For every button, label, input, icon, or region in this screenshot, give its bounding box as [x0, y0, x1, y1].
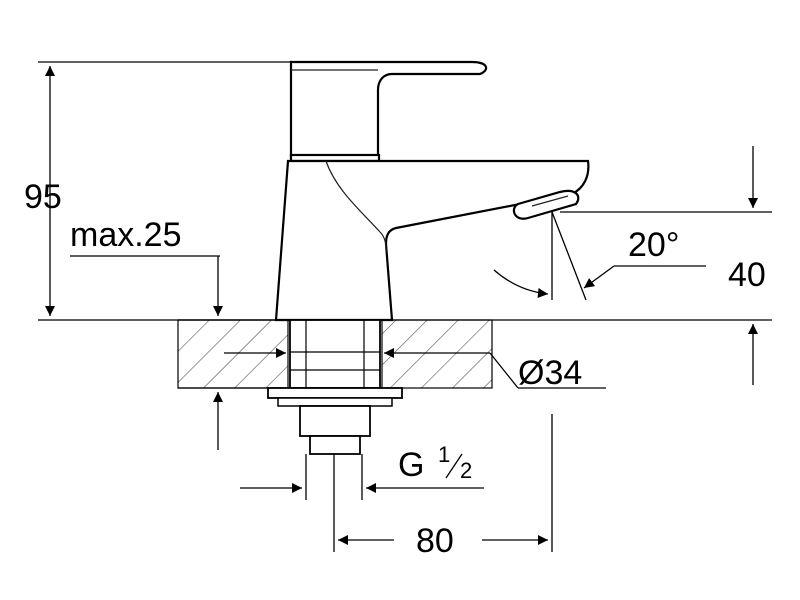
- label-thread-numerator: 1: [438, 442, 450, 467]
- label-spout-height-40: 40: [728, 256, 766, 294]
- faucet-body: [274, 60, 590, 322]
- dimension-height-95: [38, 61, 772, 321]
- label-projection-80: 80: [416, 522, 454, 560]
- dimension-angle-20: [493, 211, 706, 301]
- label-diameter-34: Ø34: [518, 354, 582, 392]
- dimension-diameter-34: [224, 348, 606, 389]
- dimension-projection-80: [333, 414, 553, 552]
- label-height-95: 95: [24, 178, 62, 216]
- label-thread-g-half: G 1 2: [398, 442, 472, 484]
- dimension-spout-height-40: [560, 146, 772, 385]
- label-thread-prefix: G: [398, 446, 424, 484]
- dimension-max-25: [70, 255, 223, 450]
- dimension-thread-g-half: [240, 454, 484, 500]
- mounting-assembly: [267, 319, 403, 455]
- label-max-25: max.25: [70, 216, 182, 254]
- label-thread-denominator: 2: [460, 458, 472, 483]
- label-angle-20: 20°: [628, 226, 679, 264]
- countertop-section: [177, 319, 493, 389]
